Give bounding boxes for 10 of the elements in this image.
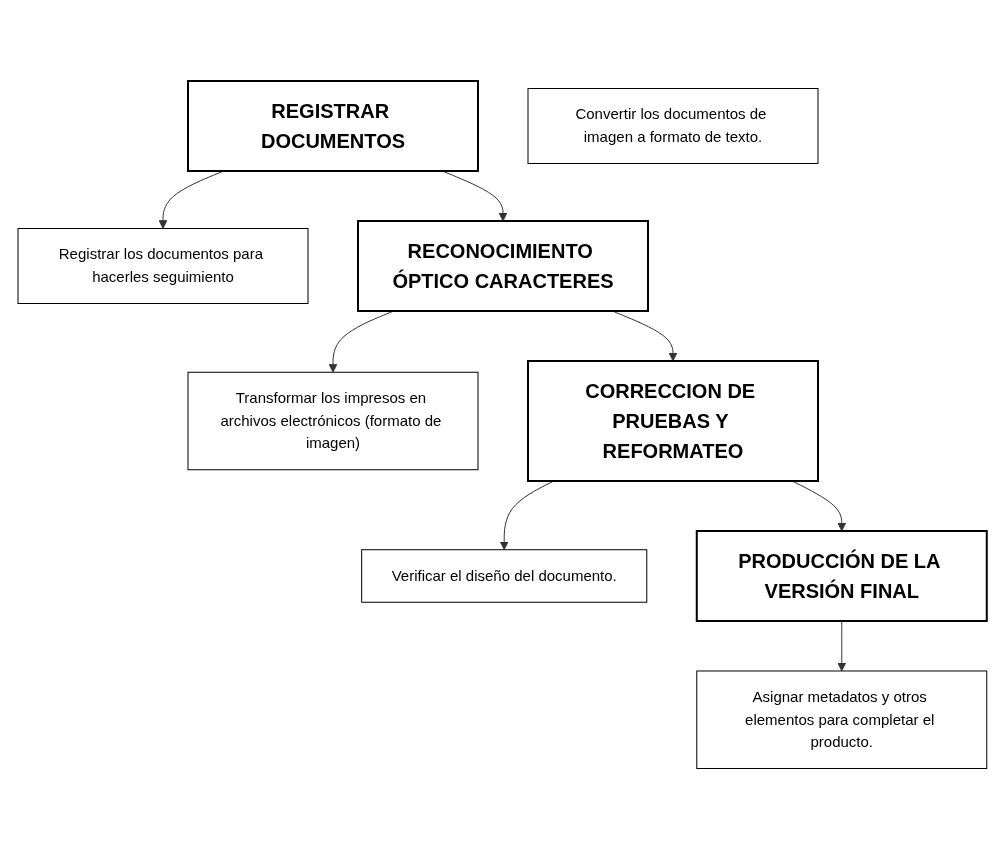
node-box: Transformar los impresos en archivos electrónicos (formato de imagen) [187, 372, 479, 471]
node-box: Asignar metadatos y otros elementos para completar el producto. [696, 670, 988, 770]
node-box: PRODUCCIÓN DE LA VERSIÓN FINAL [695, 530, 988, 623]
node-box: Registrar los documentos para hacerles seguimiento [17, 228, 309, 305]
node-box: CORRECCION DE PRUEBAS Y REFORMATEO [527, 360, 820, 483]
node-box: REGISTRAR DOCUMENTOS [187, 80, 480, 173]
node-box: Verificar el diseño del documento. [361, 549, 648, 603]
node-box: Convertir los documentos de imagen a formato de texto. [527, 88, 819, 165]
node-box: RECONOCIMIENTO ÓPTICO CARACTERES [357, 220, 650, 313]
arrow [837, 620, 847, 672]
